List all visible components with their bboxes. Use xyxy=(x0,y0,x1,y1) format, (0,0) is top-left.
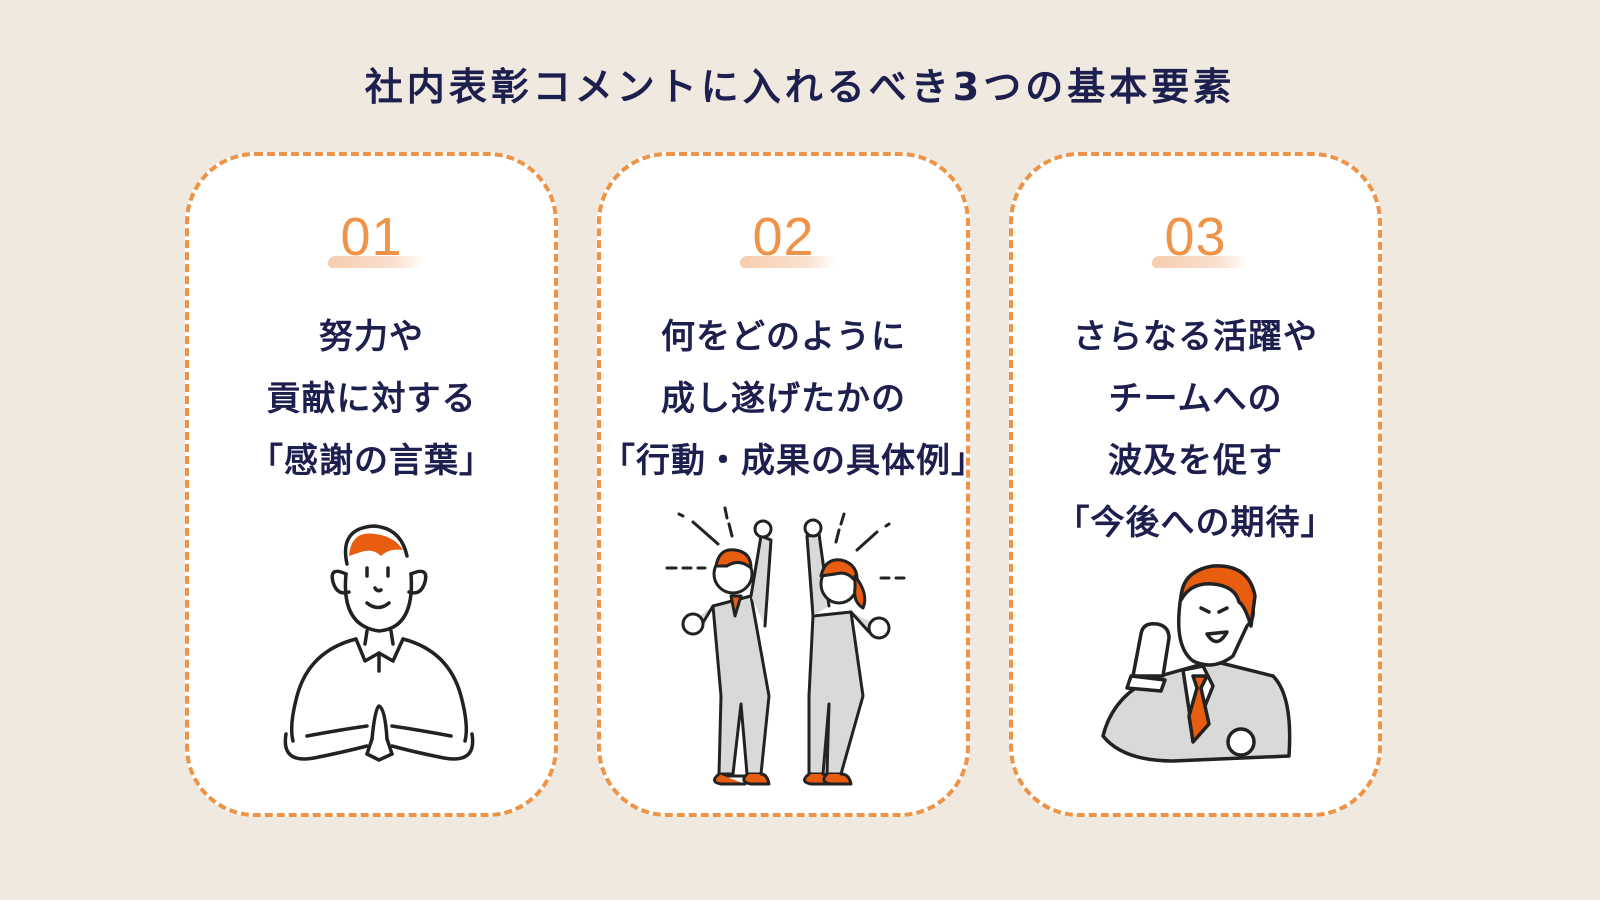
card-line: 「感謝の言葉」 xyxy=(249,441,494,481)
businessman-fist-pump-icon xyxy=(1101,564,1292,763)
card-text: 努力や 貢献に対する 「感謝の言葉」 xyxy=(189,306,554,492)
card-text: 何をどのように 成し遂げたかの 「行動・成果の具体例」 xyxy=(601,306,986,492)
card-line: 貢献に対する xyxy=(266,379,477,419)
card-line: さらなる活躍や xyxy=(1073,317,1318,357)
man-praying-thanks-icon xyxy=(283,524,475,762)
card-01: 01 努力や 貢献に対する 「感謝の言葉」 xyxy=(185,152,558,817)
card-line: チームへの xyxy=(1108,379,1283,419)
card-line: 何をどのように xyxy=(661,317,906,357)
card-text: さらなる活躍や チームへの 波及を促す 「今後への期待」 xyxy=(1013,306,1378,554)
card-line: 成し遂げたかの xyxy=(661,379,906,419)
two-people-cheering-icon xyxy=(665,506,906,786)
card-line: 努力や xyxy=(319,317,424,357)
page-title: 社内表彰コメントに入れるべき3つの基本要素 xyxy=(364,65,1236,109)
card-02: 02 何をどのように 成し遂げたかの 「行動・成果の具体例」 xyxy=(597,152,986,817)
card-line: 「行動・成果の具体例」 xyxy=(601,441,986,481)
card-03: 03 さらなる活躍や チームへの 波及を促す 「今後への期待」 xyxy=(1009,152,1382,817)
card-line: 「今後への期待」 xyxy=(1055,503,1336,543)
card-line: 波及を促す xyxy=(1108,441,1283,481)
